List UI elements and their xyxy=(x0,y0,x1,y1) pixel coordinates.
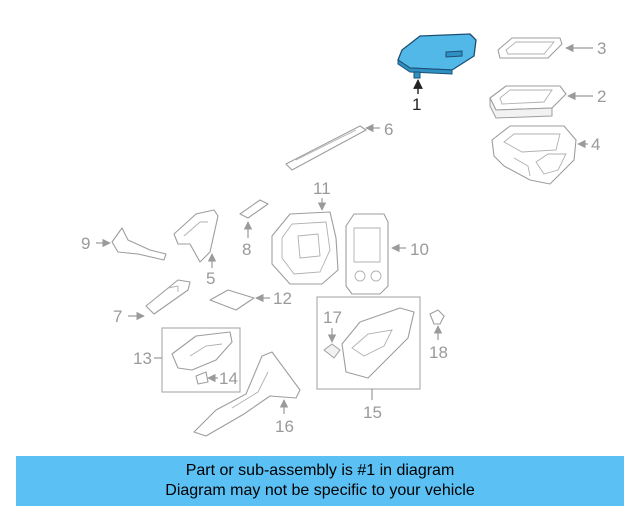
callout-15: 15 xyxy=(363,389,382,422)
part-5-trim-panel[interactable] xyxy=(173,209,219,263)
parts-diagram: 1 3 2 4 6 xyxy=(81,33,606,437)
svg-text:4: 4 xyxy=(591,135,600,154)
svg-text:15: 15 xyxy=(363,403,382,422)
group-box-13 xyxy=(161,327,241,393)
callout-1: 1 xyxy=(412,79,423,114)
svg-text:14: 14 xyxy=(219,369,238,388)
part-15-console-side[interactable] xyxy=(341,307,415,379)
part-16-side-trim[interactable] xyxy=(193,351,301,437)
svg-text:7: 7 xyxy=(113,307,122,326)
part-7-bracket[interactable] xyxy=(145,279,191,315)
svg-text:13: 13 xyxy=(133,349,152,368)
part-6-trim-strip[interactable] xyxy=(285,125,367,171)
callout-2: 2 xyxy=(567,87,606,106)
part-10-control-bezel[interactable] xyxy=(345,213,389,295)
svg-text:6: 6 xyxy=(384,120,393,139)
callout-16: 16 xyxy=(275,399,294,436)
callout-5: 5 xyxy=(206,253,217,288)
callout-8: 8 xyxy=(242,221,253,259)
banner-line-part-number: Part or sub-assembly is #1 in diagram xyxy=(185,462,455,479)
part-11-console-bracket[interactable] xyxy=(271,211,339,285)
callout-12: 12 xyxy=(255,289,292,308)
part-14-clip[interactable] xyxy=(195,371,209,385)
callout-17: 17 xyxy=(323,308,342,343)
callout-7: 7 xyxy=(113,307,145,326)
part-13-lower-panel[interactable] xyxy=(171,331,233,371)
part-12-pad[interactable] xyxy=(209,289,255,311)
svg-text:9: 9 xyxy=(81,234,90,253)
callout-9: 9 xyxy=(81,234,111,253)
part-18-fastener[interactable] xyxy=(429,309,445,325)
callout-3: 3 xyxy=(565,39,606,58)
svg-text:8: 8 xyxy=(242,240,251,259)
svg-text:12: 12 xyxy=(273,289,292,308)
svg-text:11: 11 xyxy=(313,179,331,198)
svg-text:3: 3 xyxy=(597,39,606,58)
svg-text:5: 5 xyxy=(206,269,215,288)
callout-13: 13 xyxy=(133,349,162,368)
part-1-console-lid[interactable] xyxy=(397,33,477,79)
part-8-clip[interactable] xyxy=(239,199,269,219)
svg-text:16: 16 xyxy=(275,417,294,436)
svg-text:10: 10 xyxy=(410,240,429,259)
svg-text:18: 18 xyxy=(429,343,448,362)
callout-11: 11 xyxy=(313,179,331,211)
callout-14: 14 xyxy=(207,369,238,388)
svg-text:17: 17 xyxy=(323,308,342,327)
callout-label: 1 xyxy=(412,95,421,114)
banner-line-disclaimer: Diagram may not be specific to your vehi… xyxy=(165,482,475,499)
callout-18: 18 xyxy=(429,325,448,362)
part-9-side-panel[interactable] xyxy=(111,227,167,261)
svg-text:2: 2 xyxy=(597,87,606,106)
part-4-console-trim[interactable] xyxy=(491,125,577,185)
group-box-15 xyxy=(316,296,421,390)
part-2-storage-tray[interactable] xyxy=(489,85,567,119)
part-17-insert[interactable] xyxy=(323,343,341,359)
callout-4: 4 xyxy=(577,135,600,154)
part-3-mat[interactable] xyxy=(497,37,563,59)
info-banner: Part or sub-assembly is #1 in diagram Di… xyxy=(16,456,624,506)
callout-10: 10 xyxy=(391,240,429,259)
callout-6: 6 xyxy=(365,120,393,139)
